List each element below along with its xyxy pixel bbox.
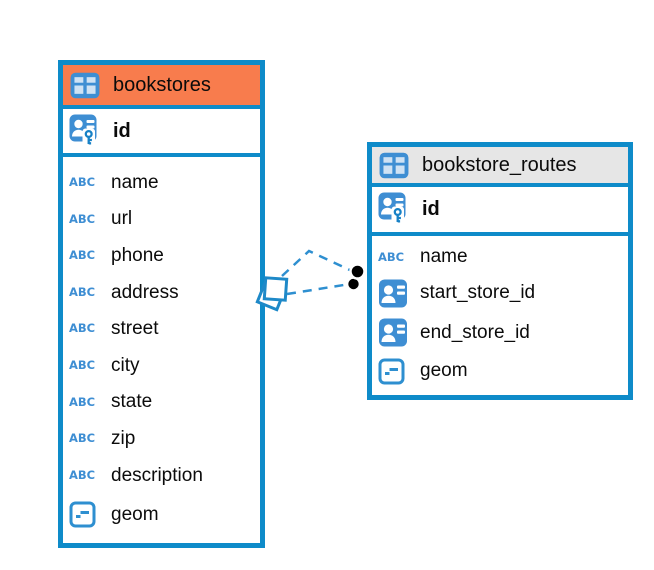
column-row[interactable]: geom [69,501,260,528]
primary-key-row[interactable]: id [372,187,628,236]
primary-key-name: id [113,119,131,142]
column-row[interactable]: ABC phone [69,245,260,267]
column-name: description [111,464,203,486]
column-name: start_store_id [420,282,536,304]
primary-key-icon [69,114,103,149]
geometry-icon [378,358,412,385]
table-bookstore-routes-header[interactable]: bookstore_routes [372,147,628,187]
column-row[interactable]: end_store_id [378,318,628,347]
text-icon: ABC [69,211,96,226]
column-name: end_store_id [420,321,530,343]
text-icon: ABC [69,284,96,299]
target-dot-markers [346,263,366,292]
table-icon [70,72,104,99]
column-name: url [111,208,133,230]
column-name: address [111,281,179,303]
column-row[interactable]: ABC address [69,282,260,304]
text-icon: ABC [69,467,96,482]
column-row[interactable]: ABC url [69,208,260,230]
text-icon: ABC [69,431,96,446]
column-name: name [111,171,159,193]
column-row[interactable]: start_store_id [378,279,628,308]
column-name: city [111,354,140,376]
column-row[interactable]: ABC description [69,465,260,487]
table-icon [379,152,413,179]
column-row[interactable]: ABC state [69,391,260,413]
column-name: zip [111,428,136,449]
column-row[interactable]: ABC zip [69,428,260,450]
geometry-icon [69,501,103,528]
reference-icon [378,318,412,347]
column-row[interactable]: ABC street [69,318,260,340]
fk-dashed-lines [281,249,353,296]
text-icon: ABC [69,394,96,409]
text-icon: ABC [69,321,96,336]
column-name: phone [111,244,164,266]
column-name: geom [420,360,468,382]
text-icon: ABC [69,248,96,263]
column-row[interactable]: ABC name [69,172,260,194]
column-name: state [111,391,153,413]
column-name: geom [111,503,159,525]
primary-key-row[interactable]: id [63,109,260,157]
table-title: bookstore_routes [422,153,577,176]
column-name: street [111,318,159,340]
text-icon: ABC [69,358,96,372]
text-icon: ABC [378,249,405,264]
text-icon: ABC [69,174,96,189]
table-bookstores-header[interactable]: bookstores [63,65,260,109]
table-title: bookstores [113,73,211,96]
primary-key-icon [378,192,412,227]
primary-key-name: id [422,198,440,220]
table-bookstore-routes[interactable]: bookstore_routes id ABC name start_store_i… [367,142,633,400]
reference-icon [378,279,412,308]
column-name: name [420,246,468,268]
column-row[interactable]: geom [378,358,628,385]
column-row[interactable]: ABC city [69,355,260,377]
column-row[interactable]: ABC name [378,246,628,268]
